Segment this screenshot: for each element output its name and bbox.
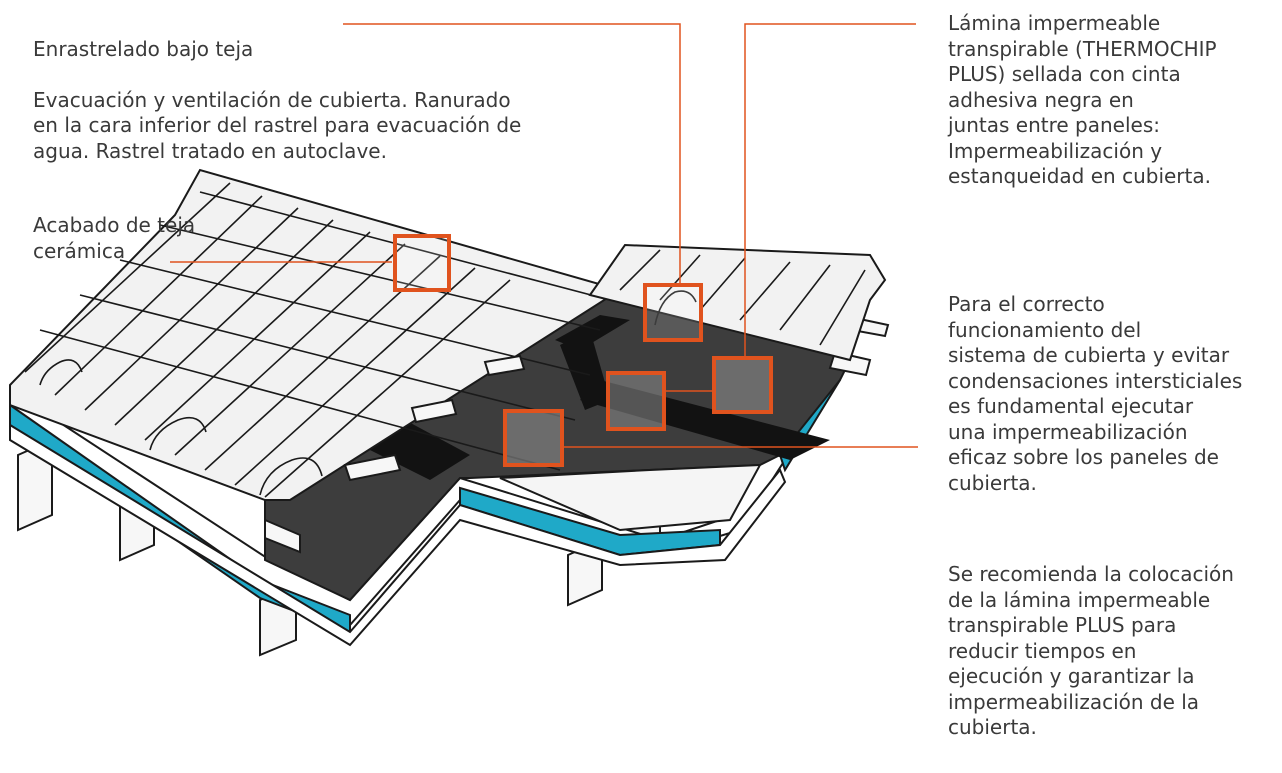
callout-enrastrelado: Enrastrelado bajo teja Evacuación y vent…: [33, 11, 521, 164]
highlight-membrane-joint: [606, 371, 666, 431]
highlight-membrane-left: [503, 409, 564, 467]
leader-enrastrelado: [343, 23, 681, 284]
insulation-exposed-strip: [499, 463, 762, 532]
callout-highlight-boxes: [393, 234, 773, 467]
callout-funcionamiento: Para el correcto funcionamiento del sist…: [948, 292, 1243, 495]
panel-base-white: [9, 423, 787, 647]
callout-enrastrelado-body: Evacuación y ventilación de cubierta. Ra…: [33, 87, 522, 163]
highlight-batten: [643, 283, 703, 342]
callout-recomienda: Se recomienda la colocación de la lámina…: [948, 562, 1234, 739]
callout-acabado: Acabado de teja cerámica: [33, 213, 196, 263]
highlight-tile: [393, 234, 451, 292]
ceramic-tile-roof-upper: [588, 243, 887, 362]
callout-lamina: Lámina impermeable transpirable (THERMOC…: [948, 11, 1217, 188]
leader-lamina: [744, 23, 916, 358]
callout-enrastrelado-title: Enrastrelado bajo teja: [33, 36, 254, 61]
callout-leader-lines: [170, 23, 918, 448]
highlight-membrane-right: [712, 356, 773, 414]
